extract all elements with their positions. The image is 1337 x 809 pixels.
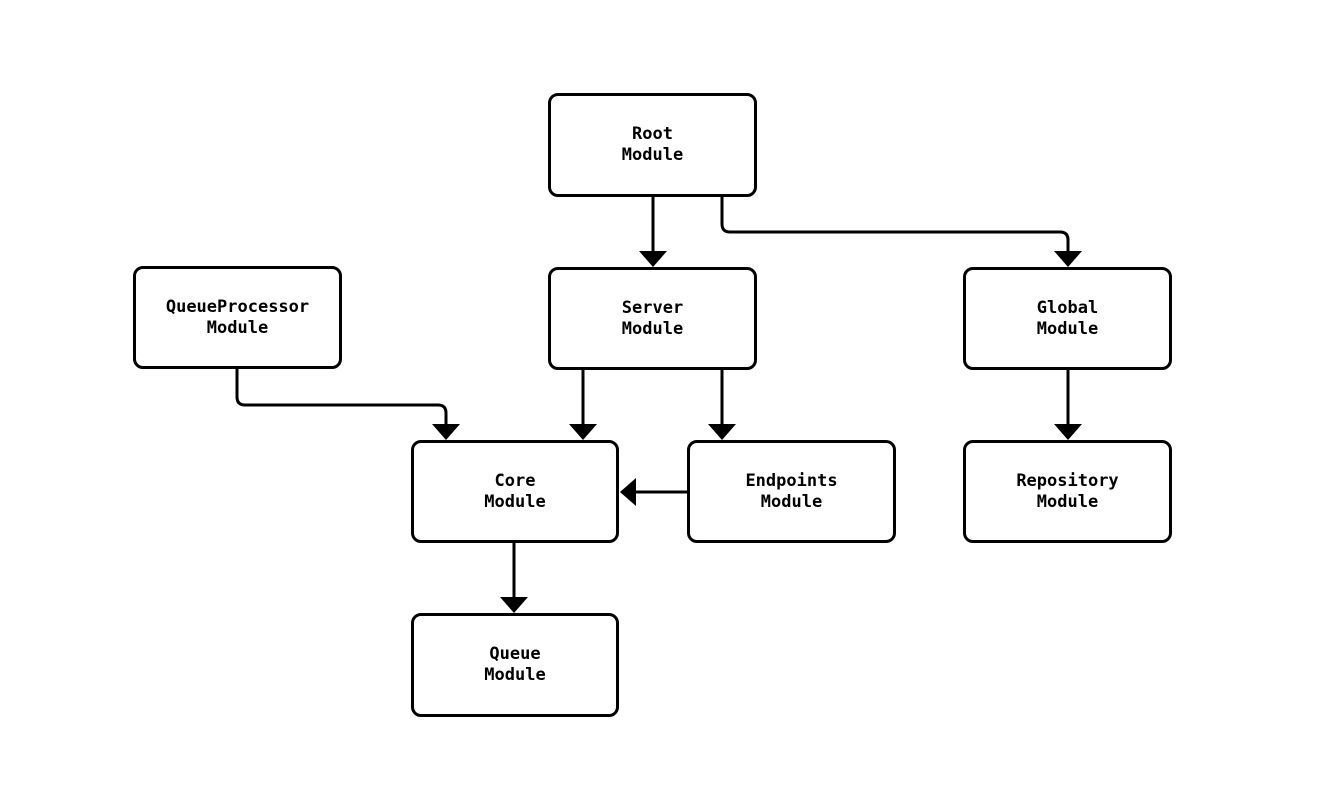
edge-global-to-repository: [1054, 370, 1082, 440]
node-endpoints-module: Endpoints Module: [687, 440, 896, 543]
node-queue-module: Queue Module: [411, 613, 619, 717]
node-label: Endpoints Module: [745, 470, 838, 512]
arrowhead-icon: [500, 597, 528, 613]
arrowhead-icon: [708, 424, 736, 440]
edge-server-to-core: [569, 370, 597, 440]
node-label: Global Module: [1036, 297, 1099, 339]
arrowhead-icon: [569, 424, 597, 440]
edge-queueprocessor-to-core: [235, 369, 460, 440]
node-repository-module: Repository Module: [963, 440, 1172, 543]
arrowhead-icon: [620, 478, 636, 506]
arrowhead-icon: [1054, 424, 1082, 440]
edge-root-to-server: [639, 197, 667, 267]
arrowhead-icon: [639, 251, 667, 267]
node-label: Repository Module: [1016, 470, 1119, 512]
arrowhead-icon: [1054, 251, 1082, 267]
edge-server-to-endpoints: [708, 370, 736, 440]
node-root-module: Root Module: [548, 93, 757, 197]
edge-endpoints-to-core: [620, 478, 687, 506]
node-label: Queue Module: [484, 644, 546, 685]
node-queueprocessor-module: QueueProcessor Module: [133, 266, 342, 369]
node-core-module: Core Module: [411, 440, 619, 543]
edge-core-to-queue: [500, 543, 528, 613]
node-label: Root Module: [621, 124, 684, 165]
edge-root-to-global: [720, 197, 1082, 267]
node-server-module: Server Module: [548, 267, 757, 370]
node-global-module: Global Module: [963, 267, 1172, 370]
node-label: QueueProcessor Module: [165, 296, 310, 338]
node-label: Server Module: [621, 297, 684, 339]
node-label: Core Module: [484, 470, 546, 512]
arrowhead-icon: [432, 424, 460, 440]
